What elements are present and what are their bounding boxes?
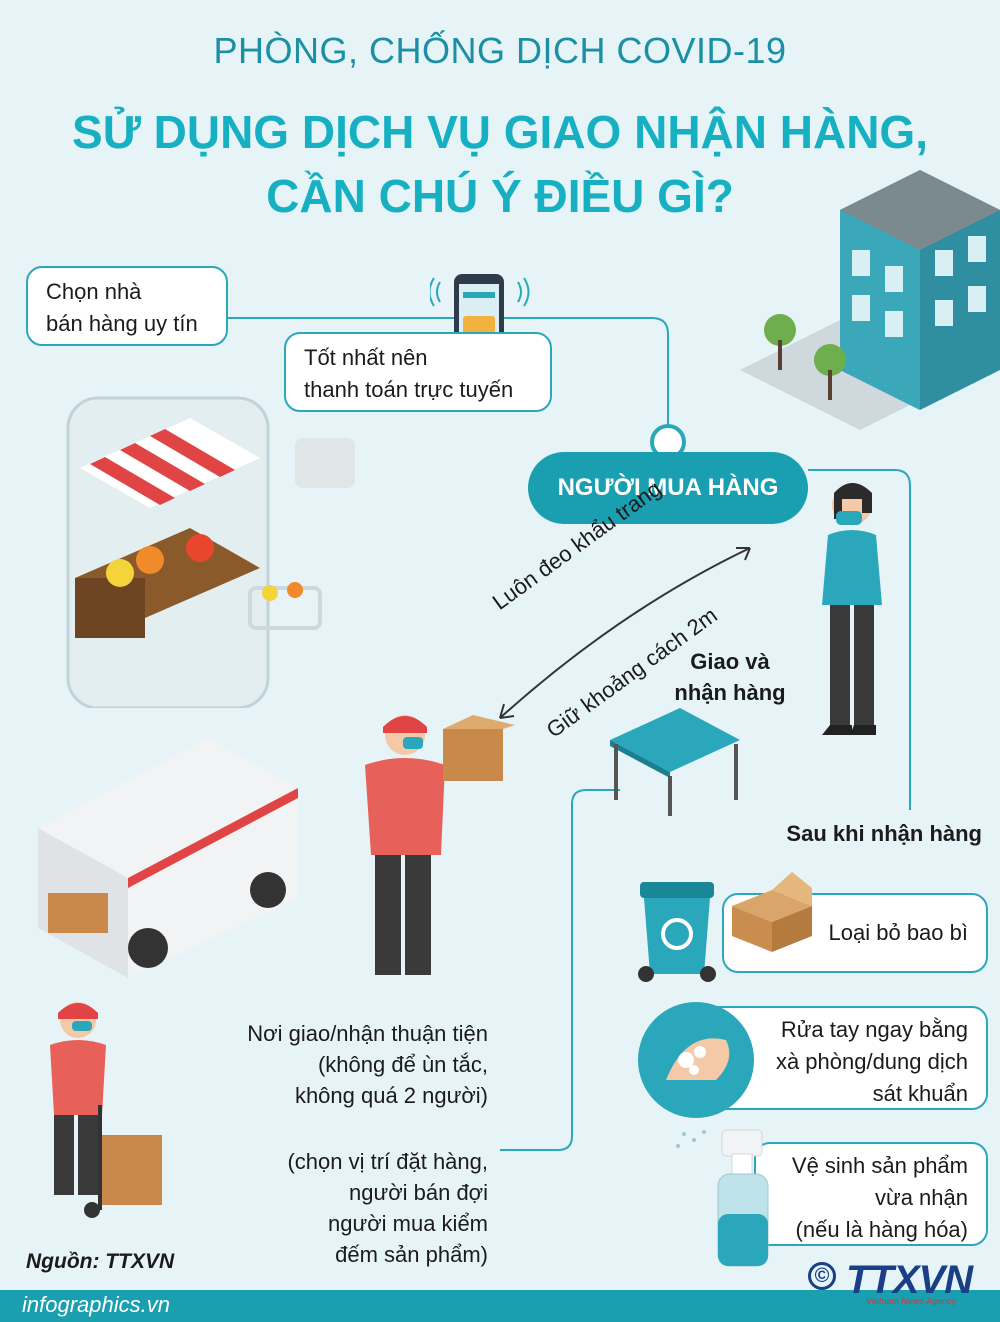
buyer-person-illustration xyxy=(822,483,882,735)
apartment-building-illustration xyxy=(740,170,1000,430)
delivery-person-illustration xyxy=(365,715,515,975)
tip-choose-seller-line2: bán hàng uy tín xyxy=(46,311,198,336)
cardboard-box-icon xyxy=(732,872,812,952)
supertitle: PHÒNG, CHỐNG DỊCH COVID-19 xyxy=(213,30,787,71)
copyright-icon: © xyxy=(808,1262,836,1290)
buyer-label: NGƯỜI MUA HÀNG xyxy=(528,452,808,524)
website-link[interactable]: infographics.vn xyxy=(22,1292,170,1317)
delivery-place-note: (chọn vị trí đặt hàng, người bán đợi ngư… xyxy=(230,1146,488,1270)
tip-discard-packaging-text: Loại bỏ bao bì xyxy=(828,920,968,945)
online-shop-illustration xyxy=(66,396,355,708)
tip-clean-products-line1: Vệ sinh sản phẩm xyxy=(791,1153,968,1178)
after-receiving-heading: Sau khi nhận hàng xyxy=(786,821,982,846)
footer-bar xyxy=(0,1290,1000,1322)
tip-clean-products-line3: (nếu là hàng hóa) xyxy=(795,1217,968,1242)
delivery-van-illustration xyxy=(38,738,298,978)
tip-pay-online: Tốt nhất nên thanh toán trực tuyến xyxy=(284,332,552,412)
title-line-2: CẦN CHÚ Ý ĐIỀU GÌ? xyxy=(266,170,734,222)
delivery-place-note-line2: người bán đợi xyxy=(349,1180,488,1205)
exchange-label-line1: Giao và xyxy=(690,649,770,674)
delivery-place-note-line3: người mua kiểm xyxy=(328,1211,488,1236)
tip-wash-hands: Rửa tay ngay bằng xà phòng/dung dịch sát… xyxy=(700,1006,988,1110)
hand-washing-icon xyxy=(638,1002,754,1118)
tip-clean-products: Vệ sinh sản phẩm vừa nhận (nếu là hàng h… xyxy=(754,1142,988,1246)
tip-choose-seller-line1: Chọn nhà xyxy=(46,279,142,304)
recycle-bin-icon xyxy=(638,882,716,982)
tip-choose-seller: Chọn nhà bán hàng uy tín xyxy=(26,266,228,346)
tip-pay-online-line1: Tốt nhất nên xyxy=(304,345,428,370)
tip-wash-hands-line3: sát khuẩn xyxy=(872,1081,968,1106)
delivery-place-note-line1: (chọn vị trí đặt hàng, xyxy=(287,1149,488,1174)
source-credit: Nguồn: TTXVN xyxy=(26,1250,175,1273)
page-title: SỬ DỤNG DỊCH VỤ GIAO NHẬN HÀNG, CẦN CHÚ … xyxy=(0,100,1000,228)
tip-wash-hands-line2: xà phòng/dung dịch xyxy=(775,1049,968,1074)
delivery-place-line1: Nơi giao/nhận thuận tiện xyxy=(247,1021,488,1046)
handover-table-illustration xyxy=(610,708,740,816)
exchange-label-line2: nhận hàng xyxy=(674,680,786,705)
title-line-1: SỬ DỤNG DỊCH VỤ GIAO NHẬN HÀNG, xyxy=(72,106,928,158)
delivery-place-line3: không quá 2 người) xyxy=(294,1083,488,1108)
tip-wash-hands-line1: Rửa tay ngay bằng xyxy=(780,1017,968,1042)
delivery-place-tip: Nơi giao/nhận thuận tiện (không để ùn tắ… xyxy=(170,1018,488,1111)
tip-clean-products-line2: vừa nhận xyxy=(874,1185,968,1210)
tip-pay-online-line2: thanh toán trực tuyến xyxy=(304,377,514,402)
trolley-delivery-illustration xyxy=(50,1002,162,1218)
spray-bottle-icon xyxy=(676,1129,769,1267)
exchange-label: Giao và nhận hàng xyxy=(660,646,800,708)
ttxvn-logo: TTXVN xyxy=(846,1258,973,1302)
ttxvn-logo-subtitle: Vietnam News Agency xyxy=(866,1296,957,1306)
delivery-place-line2: (không để ùn tắc, xyxy=(317,1052,488,1077)
delivery-place-note-line4: đếm sản phẩm) xyxy=(335,1242,488,1267)
